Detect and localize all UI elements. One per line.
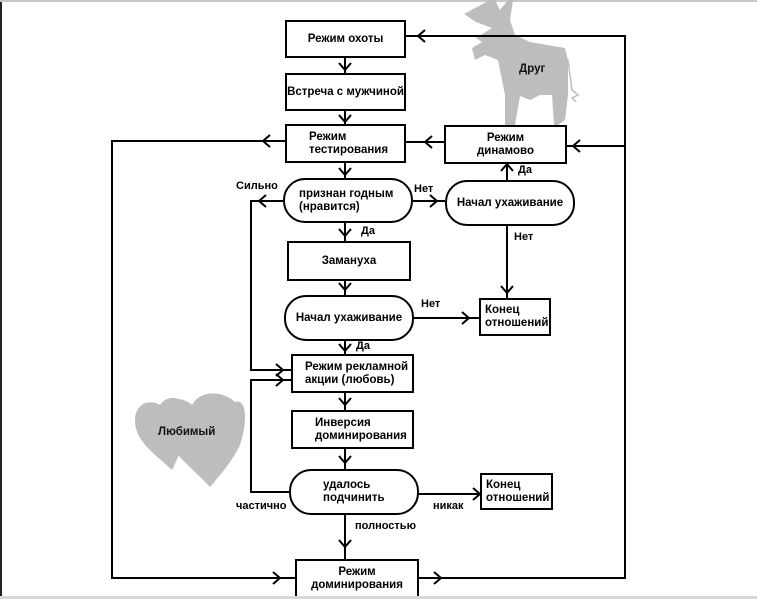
hearts-icon [135, 393, 246, 487]
node-label-line: доминирования [311, 579, 403, 591]
arrow-down [338, 228, 352, 238]
node-label-line: динамово [476, 144, 535, 157]
edge-label-no-main: Нет [421, 298, 441, 310]
node-courtship-started-main[interactable]: Начал ухаживание [284, 295, 414, 341]
arrow-down [500, 285, 514, 295]
arrow-left [416, 29, 426, 43]
node-label-line: Режим [486, 131, 525, 144]
donkey-icon [464, 0, 580, 125]
node-label-line: Инверсия [315, 416, 371, 429]
node-label-line: отношений [486, 491, 550, 504]
window-bottom-border [0, 596, 757, 599]
node-label-line: Режим [338, 566, 376, 578]
edge-label-partially: частично [236, 500, 287, 512]
node-label: Начал ухаживание [295, 311, 403, 324]
edge-label-strongly: Сильно [236, 180, 278, 192]
arrow-down [338, 282, 352, 292]
node-label: Начал ухаживание [456, 196, 564, 209]
node-deemed-fit[interactable]: признан годным(нравится) [283, 178, 413, 223]
node-label: Встреча с мужчиной [287, 85, 404, 98]
arrow-left [571, 139, 581, 153]
arrow-right [275, 373, 285, 387]
node-label-line: признан годным [299, 187, 394, 200]
arrow-right [429, 194, 439, 208]
node-label: признан годным(нравится) [299, 188, 393, 214]
arrow-down [338, 343, 352, 353]
donkey-label: Друг [519, 63, 546, 75]
node-hunt-mode[interactable]: Режим охоты [285, 20, 406, 58]
arrow-right [272, 571, 282, 585]
edge-label-fully: полностью [355, 520, 416, 532]
arrow-down [338, 397, 352, 407]
window-left-border [0, 2, 2, 596]
arrow-right [433, 571, 443, 585]
edge-label-not-at-all: никак [433, 500, 464, 512]
edge-label-yes-dynamo: Да [518, 164, 532, 176]
edge-test-to-dominance [111, 140, 295, 579]
arrow-left [261, 134, 271, 148]
arrowheads [257, 29, 581, 585]
node-label-line: отношений [485, 317, 549, 329]
edge-label-yes-main: Да [356, 340, 370, 352]
edge-label-no-fit: Нет [414, 183, 434, 195]
node-label: Режим охоты [307, 32, 384, 45]
node-label-line: удалось [323, 479, 371, 491]
hearts-label: Любимый [158, 426, 216, 438]
arrow-down [338, 455, 352, 465]
node-label-line: доминирования [315, 429, 407, 442]
node-label-line: Режим [309, 130, 347, 143]
node-label-line: Режим рекламной [305, 360, 409, 373]
arrow-down [338, 62, 352, 72]
node-label-line: акции (любовь) [305, 373, 395, 386]
edge-label-yes-fit: Да [361, 225, 375, 237]
arrow-down [338, 114, 352, 124]
edge-dominance-to-hunt [405, 35, 626, 579]
node-label-line: Конец [485, 304, 520, 316]
arrow-right [275, 363, 285, 377]
node-lure[interactable]: Замануха [287, 241, 411, 281]
edge-fit-to-ad [250, 200, 291, 371]
node-label: Замануха [321, 254, 377, 267]
edge-label-no-side: Нет [514, 231, 534, 243]
arrow-left [257, 194, 267, 208]
node-meet-man[interactable]: Встреча с мужчиной [285, 73, 406, 111]
node-label-line: (нравится) [299, 200, 360, 213]
edge-subdue-to-ad [250, 379, 291, 493]
node-label-line: тестирования [309, 143, 389, 156]
arrow-down [338, 167, 352, 177]
node-label-line: подчинить [323, 492, 385, 504]
node-label-line: Конец [486, 478, 521, 491]
node-courtship-started-side[interactable]: Начал ухаживание [445, 180, 575, 226]
arrow-left [423, 135, 433, 149]
arrow-down [338, 539, 352, 549]
arrow-right [461, 311, 471, 325]
arrow-up [500, 162, 514, 172]
window-top-border [0, 0, 757, 2]
